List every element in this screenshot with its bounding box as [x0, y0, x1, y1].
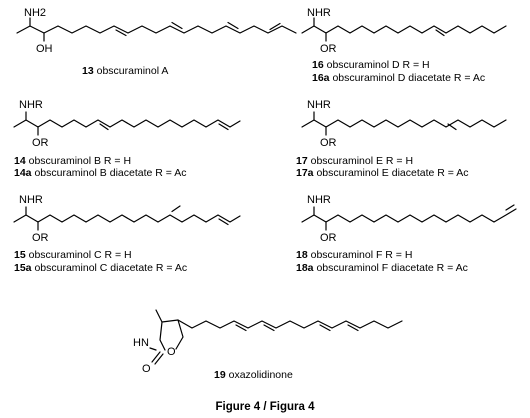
structure-19-ring: [149, 319, 184, 351]
structure-13-nh2-label: NH2: [24, 7, 46, 19]
structure-15: NHR OR: [13, 194, 241, 244]
structure-14-or-label: OR: [32, 137, 49, 149]
structure-13-oh-label: OH: [36, 43, 53, 55]
structure-14-double-bonds: [99, 123, 229, 131]
caption-18: 18 obscuraminol F R = H: [296, 249, 412, 261]
caption-16: 16 obscuraminol D R = H: [312, 59, 430, 71]
structure-16-backbone: [301, 25, 507, 34]
figure-title: Figure 4 / Figura 4: [215, 401, 315, 413]
structure-14-backbone: [13, 119, 241, 128]
structure-17: NHR OR: [301, 99, 507, 149]
structure-16-double-bond: [435, 29, 445, 37]
caption-18a: 18a obscuraminol F diacetate R = Ac: [296, 262, 468, 274]
caption-17: 17 obscuraminol E R = H: [296, 155, 413, 167]
structure-16-nhr-label: NHR: [307, 7, 331, 19]
structure-17-double-bond: [447, 123, 457, 131]
caption-14a: 14a obscuraminol B diacetate R = Ac: [14, 167, 187, 179]
structure-16-or-label: OR: [320, 43, 337, 55]
caption-13: 13 obscuraminol A: [82, 65, 168, 77]
structure-16: NHR OR: [301, 7, 507, 55]
structure-17-backbone: [301, 119, 507, 128]
structure-18: NHR OR: [301, 194, 517, 244]
structure-17-nhr-label: NHR: [307, 99, 331, 111]
structure-19: HN O O: [133, 309, 403, 375]
structure-17-or-label: OR: [320, 137, 337, 149]
caption-16a: 16a obscuraminol D diacetate R = Ac: [312, 72, 485, 84]
structure-19-ring-o-label: O: [167, 346, 176, 358]
structure-13-double-bonds: [115, 21, 281, 37]
structure-15-nhr-label: NHR: [19, 194, 43, 206]
structure-15-backbone: [13, 214, 241, 223]
structure-15-or-label: OR: [32, 232, 49, 244]
structure-18-backbone: [301, 208, 517, 223]
structure-19-double-bonds: [235, 324, 359, 332]
caption-14: 14 obscuraminol B R = H: [14, 155, 131, 167]
structure-19-chain: [177, 319, 403, 329]
structure-13-backbone: [16, 25, 297, 34]
structure-19-carbonyl-o-label: O: [142, 363, 151, 375]
structure-19-carbonyl: [151, 351, 164, 365]
structure-14: NHR OR: [13, 99, 241, 149]
caption-15: 15 obscuraminol C R = H: [14, 249, 132, 261]
caption-17a: 17a obscuraminol E diacetate R = Ac: [296, 167, 469, 179]
caption-19: 19 oxazolidinone: [214, 369, 293, 381]
structure-13: NH2 OH: [16, 7, 297, 55]
structure-18-double-bond: [505, 204, 515, 211]
structure-14-nhr-label: NHR: [19, 99, 43, 111]
structure-15-double-bonds: [171, 205, 229, 226]
caption-15a: 15a obscuraminol C diacetate R = Ac: [14, 262, 187, 274]
structure-19-hn-label: HN: [133, 337, 149, 349]
structure-19-methyl: [155, 309, 163, 323]
structure-18-nhr-label: NHR: [307, 194, 331, 206]
structure-18-or-label: OR: [320, 232, 337, 244]
